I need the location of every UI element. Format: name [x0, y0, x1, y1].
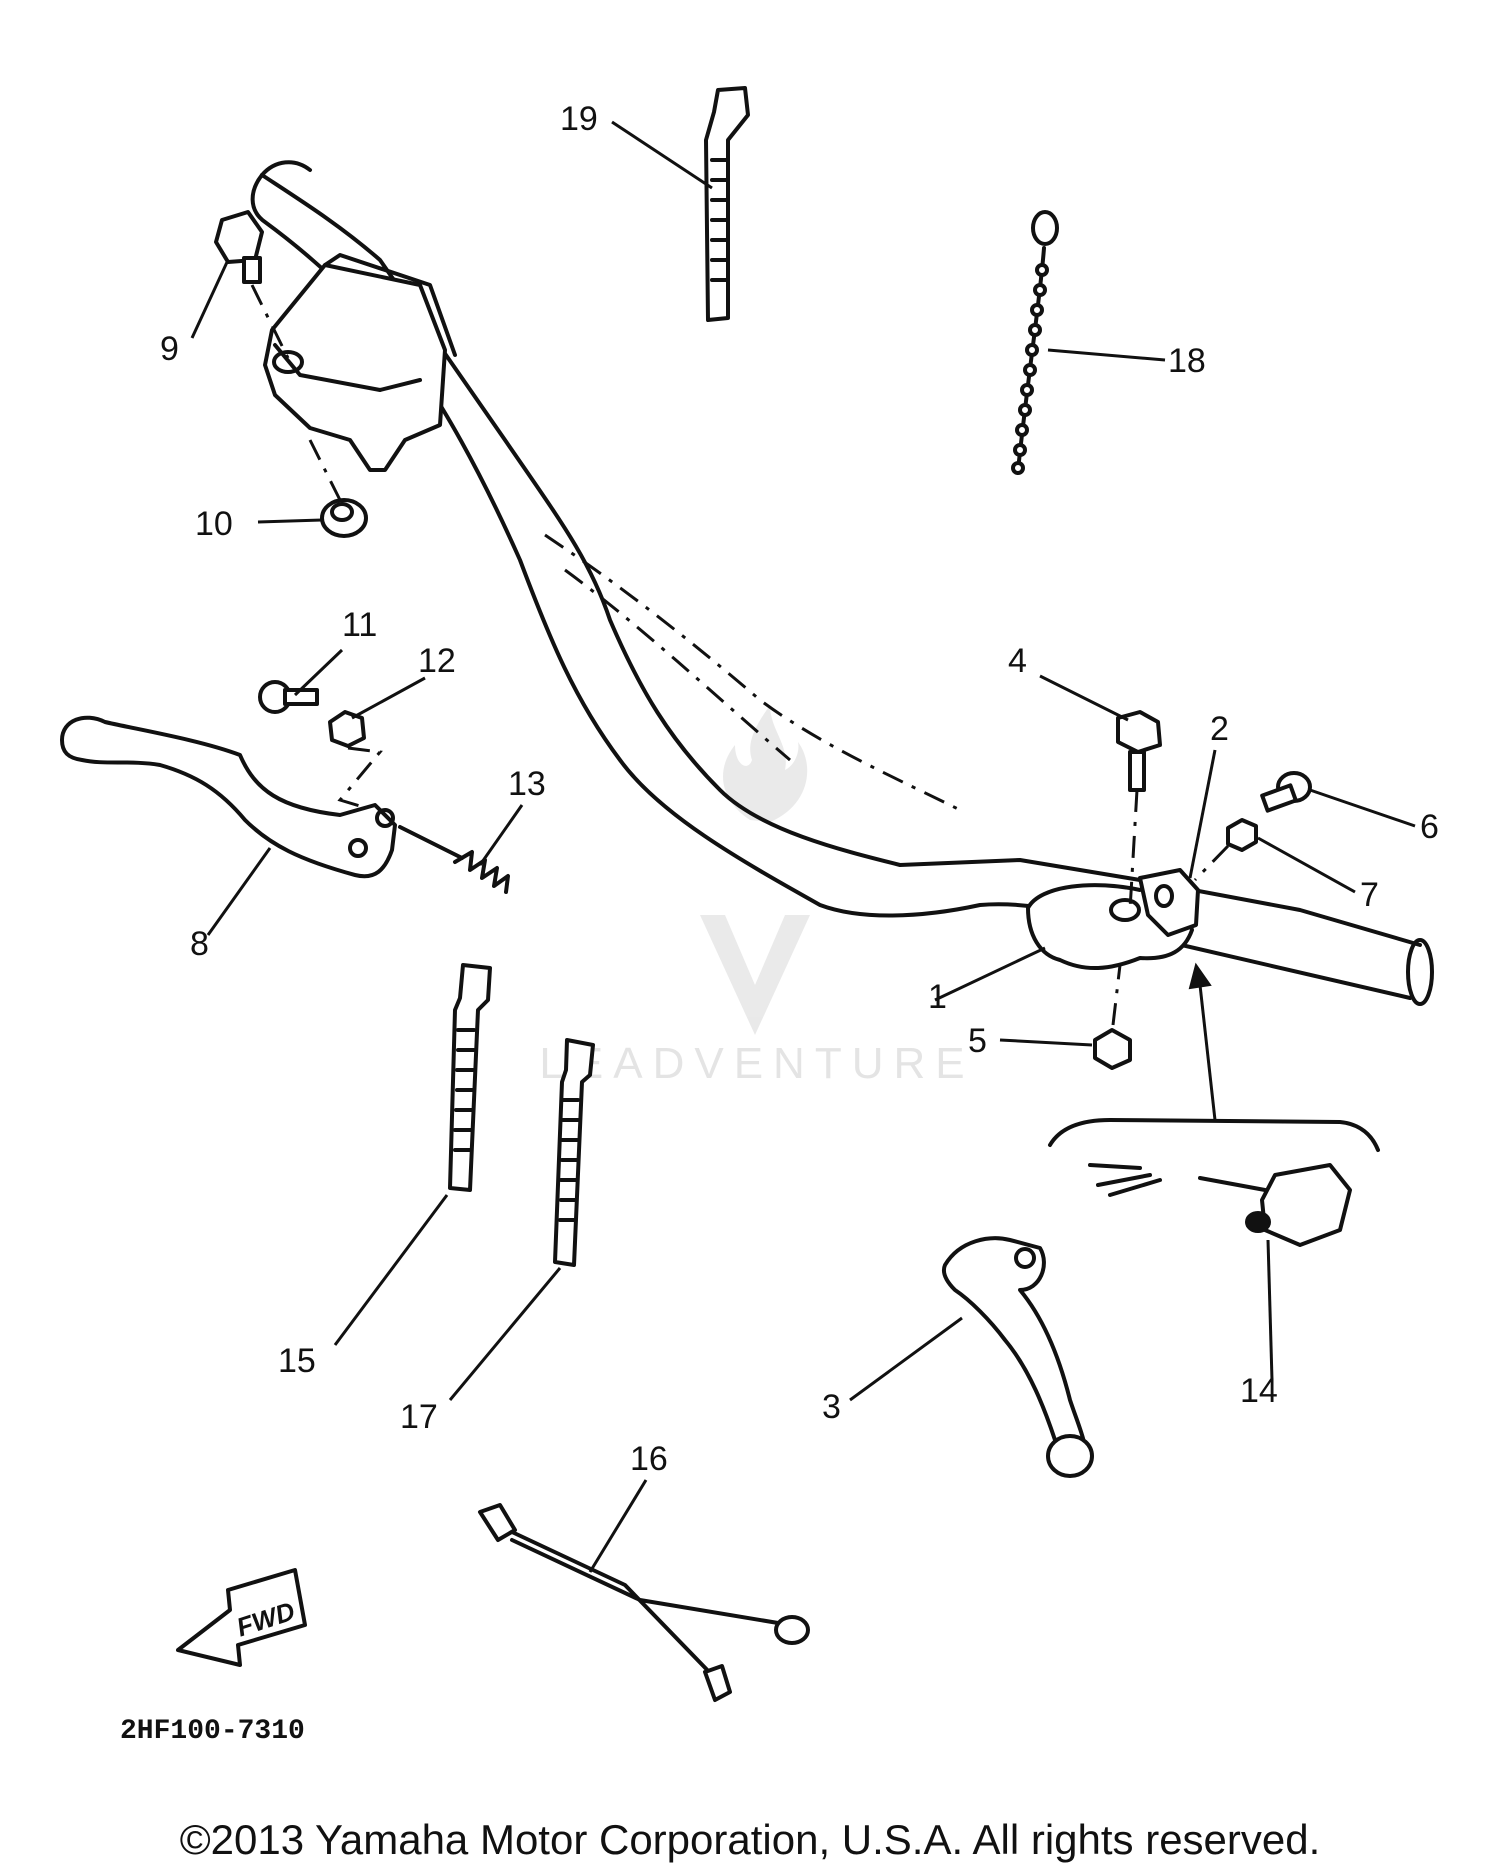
watermark: LEADVENTURE	[539, 705, 974, 1088]
left-clamp	[263, 253, 457, 472]
bead-cable-18	[1011, 210, 1059, 475]
cable-tie-17	[553, 1038, 595, 1267]
watermark-v-icon	[700, 915, 810, 1035]
cable-tie-19	[704, 86, 750, 322]
callout-5: 5	[968, 1022, 987, 1060]
callout-15: 15	[278, 1342, 316, 1380]
callout-3: 3	[822, 1388, 841, 1426]
leader-lines	[190, 120, 1416, 1573]
callout-14: 14	[1240, 1372, 1278, 1410]
bolt-9	[214, 210, 290, 359]
callout-18: 18	[1168, 342, 1206, 380]
callout-19: 19	[560, 100, 598, 138]
lever-8	[60, 715, 397, 879]
lever-3	[941, 1236, 1094, 1478]
callout-17: 17	[400, 1398, 438, 1436]
nut-5	[1093, 964, 1132, 1070]
lever-holder-1	[1026, 868, 1200, 970]
screw-11	[258, 680, 319, 714]
fwd-arrow-icon: FWD	[176, 1568, 307, 1667]
nut-7	[1193, 818, 1258, 882]
switch-14	[1088, 1163, 1352, 1247]
spring-13	[398, 825, 510, 894]
callout-6: 6	[1420, 808, 1439, 846]
cable-tie-15	[448, 963, 492, 1192]
callout-13: 13	[508, 765, 546, 803]
callout-10: 10	[195, 505, 233, 543]
callout-9: 9	[160, 330, 179, 368]
callout-12: 12	[418, 642, 456, 680]
option-bracket	[1048, 962, 1380, 1152]
watermark-flame-icon	[723, 705, 808, 822]
copyright-notice: ©2013 Yamaha Motor Corporation, U.S.A. A…	[179, 1816, 1321, 1863]
callout-7: 7	[1360, 876, 1379, 914]
callout-1: 1	[928, 978, 947, 1016]
diagram-code: 2HF100-7310	[120, 1716, 305, 1747]
callouts: 1 2 3 4 5 6 7 8 9 10 11 12 13 14 15 16 1…	[160, 100, 1439, 1478]
callout-4: 4	[1008, 642, 1027, 680]
nut-12	[328, 710, 383, 814]
nut-10	[308, 439, 368, 538]
callout-8: 8	[190, 925, 209, 963]
callout-2: 2	[1210, 710, 1229, 748]
watermark-text: LEADVENTURE	[539, 1039, 974, 1088]
lead-wire-16	[478, 1503, 810, 1702]
callout-16: 16	[630, 1440, 668, 1478]
bolt-4	[1116, 710, 1162, 911]
screw-6	[1260, 771, 1312, 813]
callout-11: 11	[342, 606, 377, 644]
